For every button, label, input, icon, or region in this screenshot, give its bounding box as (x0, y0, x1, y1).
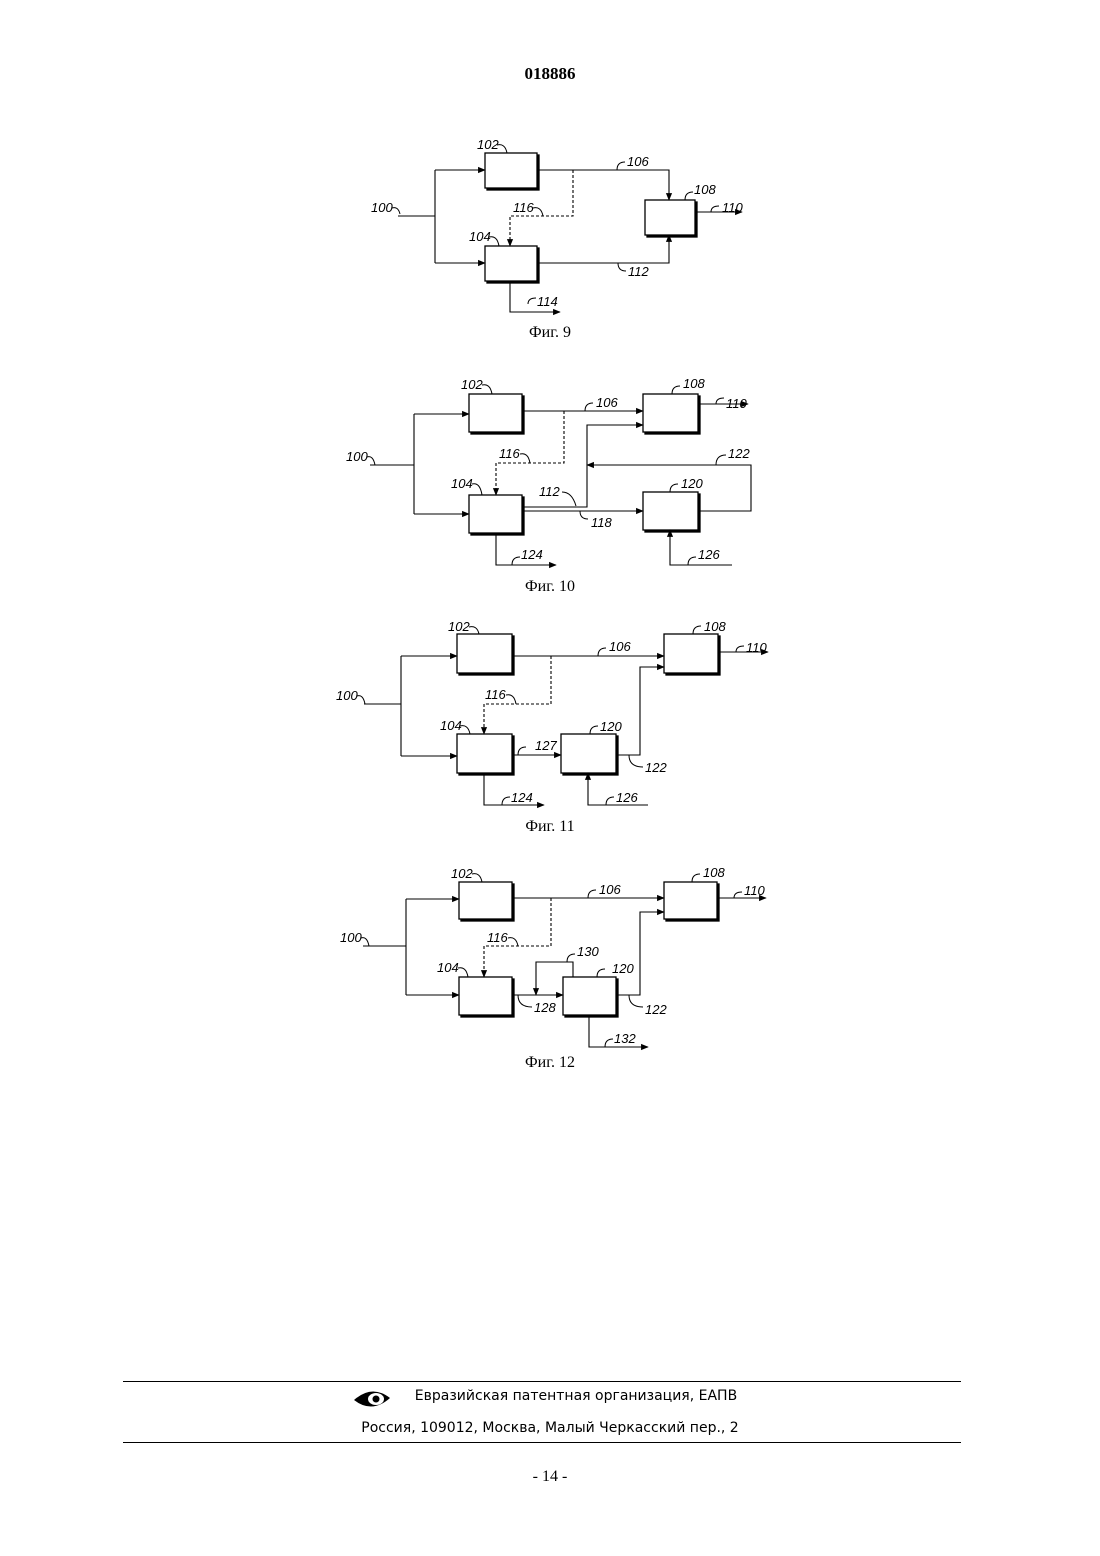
label-124: 124 (511, 790, 533, 805)
label-104: 104 (440, 718, 462, 733)
box-102 (469, 394, 522, 432)
label-106: 106 (627, 154, 649, 169)
label-100: 100 (371, 200, 393, 215)
label-108: 108 (683, 376, 705, 391)
label-108: 108 (694, 182, 716, 197)
label-116: 116 (499, 446, 520, 461)
label-102: 102 (477, 137, 499, 152)
label-127: 127 (535, 738, 557, 753)
label-110: 110 (726, 396, 747, 411)
label-108: 108 (703, 865, 725, 880)
label-120: 120 (681, 476, 703, 491)
box-120 (643, 492, 698, 530)
label-128: 128 (534, 1000, 556, 1015)
label-130: 130 (577, 944, 599, 959)
label-116: 116 (487, 930, 508, 945)
label-116: 116 (485, 687, 506, 702)
box-102 (459, 882, 512, 919)
box-104 (469, 495, 522, 533)
label-112: 112 (628, 264, 649, 279)
label-106: 106 (599, 882, 621, 897)
label-118: 118 (591, 515, 612, 530)
label-104: 104 (437, 960, 459, 975)
label-122: 122 (645, 1002, 667, 1017)
figure-9-diagram: 100 102 104 106 108 110 112 114 116 (0, 130, 1100, 330)
box-104 (459, 977, 512, 1015)
label-114: 114 (537, 294, 558, 309)
label-120: 120 (600, 719, 622, 734)
label-102: 102 (461, 377, 483, 392)
figure-9-caption: Фиг. 9 (0, 324, 1100, 342)
box-108 (664, 634, 718, 673)
label-100: 100 (336, 688, 358, 703)
label-104: 104 (469, 229, 491, 244)
box-104 (457, 734, 512, 773)
label-106: 106 (596, 395, 618, 410)
label-104: 104 (451, 476, 473, 491)
label-110: 110 (744, 883, 765, 898)
box-120 (563, 977, 616, 1015)
box-102 (485, 153, 537, 188)
label-110: 110 (746, 640, 767, 655)
box-104 (485, 246, 537, 281)
figure-11-diagram: 100 102 104 106 108 110 116 120 122 127 … (0, 616, 1100, 816)
label-116: 116 (513, 200, 534, 215)
label-106: 106 (609, 639, 631, 654)
label-110: 110 (722, 200, 743, 215)
label-102: 102 (451, 866, 473, 881)
footer-top-rule (123, 1381, 961, 1382)
label-132: 132 (614, 1031, 636, 1046)
box-120 (561, 734, 616, 773)
figure-12-caption: Фиг. 12 (0, 1054, 1100, 1072)
figure-11-caption: Фиг. 11 (0, 818, 1100, 836)
label-108: 108 (704, 619, 726, 634)
label-112: 112 (539, 484, 560, 499)
label-100: 100 (340, 930, 362, 945)
page-number: - 14 - (0, 1468, 1100, 1486)
label-122: 122 (645, 760, 667, 775)
footer-bottom-rule (123, 1442, 961, 1443)
figure-10-caption: Фиг. 10 (0, 578, 1100, 596)
label-126: 126 (698, 547, 720, 562)
label-122: 122 (728, 446, 750, 461)
label-102: 102 (448, 619, 470, 634)
footer-address: Россия, 109012, Москва, Малый Черкасский… (0, 1420, 1100, 1436)
box-108 (664, 882, 717, 919)
label-126: 126 (616, 790, 638, 805)
box-102 (457, 634, 512, 673)
figure-12-diagram: 100 102 104 106 108 110 116 130 120 128 … (0, 862, 1100, 1062)
document-number: 018886 (0, 64, 1100, 84)
box-108 (645, 200, 695, 235)
figure-10-diagram: 100 102 104 106 108 110 112 116 118 120 … (0, 372, 1100, 572)
label-100: 100 (346, 449, 368, 464)
label-120: 120 (612, 961, 634, 976)
box-108 (643, 394, 698, 432)
label-124: 124 (521, 547, 543, 562)
footer-organization: Евразийская патентная организация, ЕАПВ (0, 1388, 1100, 1404)
